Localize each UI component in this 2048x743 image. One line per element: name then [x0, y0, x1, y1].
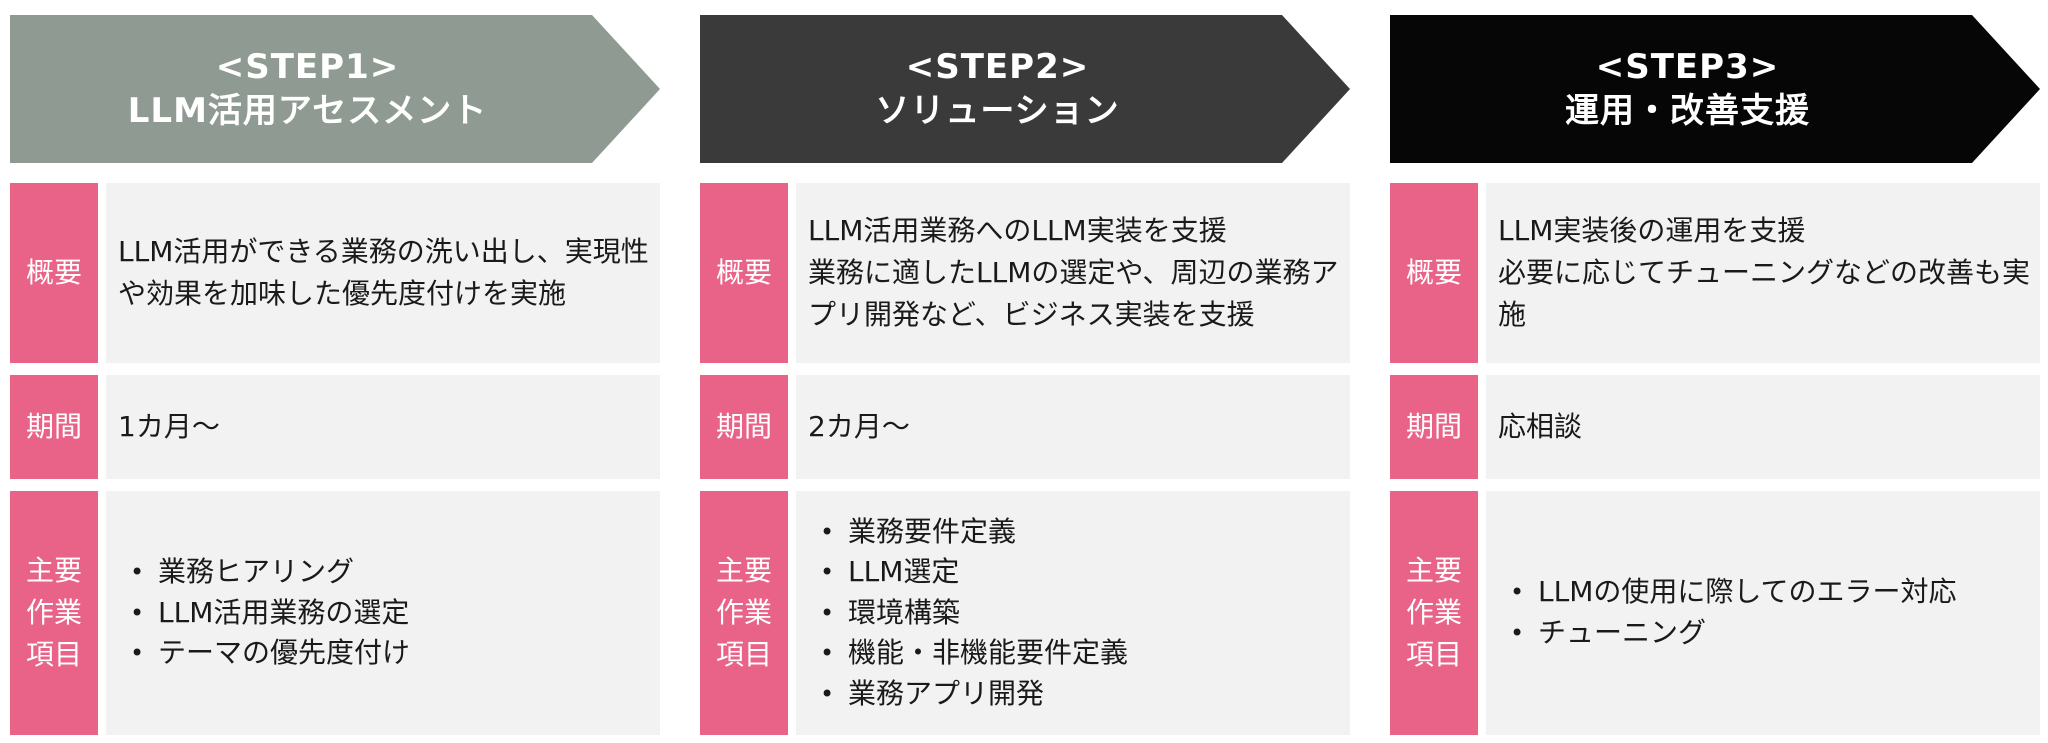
step1-period-row: 期間 1カ月〜 — [10, 375, 660, 479]
step2-overview-row: 概要 LLM活用業務へのLLM実装を支援 業務に適したLLMの選定や、周辺の業務… — [700, 183, 1350, 363]
step2-tasks-row: 主要 作業 項目 業務要件定義LLM選定環境構築機能・非機能要件定義業務アプリ開… — [700, 491, 1350, 735]
step2-task-list: 業務要件定義LLM選定環境構築機能・非機能要件定義業務アプリ開発 — [808, 512, 1343, 715]
step2-overview-text: LLM活用業務へのLLM実装を支援 — [808, 214, 1227, 247]
step3-tasks-label: 主要 作業 項目 — [1390, 491, 1478, 735]
step2-tasks-label: 主要 作業 項目 — [700, 491, 788, 735]
step1-header-tag: <STEP1> — [215, 47, 400, 87]
step3-overview-content: LLM実装後の運用を支援 必要に応じてチューニングなどの改善も実施 — [1486, 183, 2040, 363]
step3-header-tag: <STEP3> — [1595, 47, 1780, 87]
step3-period-value: 応相談 — [1498, 410, 1583, 443]
task-item: 業務要件定義 — [808, 512, 1343, 553]
step2-header-arrow: <STEP2> ソリューション — [700, 15, 1350, 163]
task-item: 機能・非機能要件定義 — [808, 633, 1343, 674]
task-item: チューニング — [1498, 613, 2033, 654]
task-item: LLM選定 — [808, 552, 1343, 593]
step3-header-title: 運用・改善支援 — [1565, 91, 1810, 131]
step2-period-value: 2カ月〜 — [808, 410, 910, 443]
step2-header-tag: <STEP2> — [905, 47, 1090, 87]
step1-tasks-row: 主要 作業 項目 業務ヒアリングLLM活用業務の選定テーマの優先度付け — [10, 491, 660, 735]
task-item: LLMの使用に際してのエラー対応 — [1498, 572, 2033, 613]
step1-overview-row: 概要 LLM活用ができる業務の洗い出し、実現性や効果を加味した優先度付けを実施 — [10, 183, 660, 363]
step3-task-list: LLMの使用に際してのエラー対応チューニング — [1498, 572, 2033, 653]
step1-tasks-label: 主要 作業 項目 — [10, 491, 98, 735]
step1-period-value: 1カ月〜 — [118, 410, 220, 443]
task-item: 環境構築 — [808, 593, 1343, 634]
step1-column: <STEP1> LLM活用アセスメント 概要 LLM活用ができる業務の洗い出し、… — [10, 15, 660, 743]
step1-period-content: 1カ月〜 — [106, 375, 660, 479]
step2-period-label: 期間 — [700, 375, 788, 479]
step2-period-content: 2カ月〜 — [796, 375, 1350, 479]
step2-header-title: ソリューション — [875, 91, 1120, 131]
task-item: テーマの優先度付け — [118, 633, 653, 674]
step3-column: <STEP3> 運用・改善支援 概要 LLM実装後の運用を支援 必要に応じてチュ… — [1390, 15, 2040, 743]
step3-header-arrow: <STEP3> 運用・改善支援 — [1390, 15, 2040, 163]
step1-period-label: 期間 — [10, 375, 98, 479]
step1-task-list: 業務ヒアリングLLM活用業務の選定テーマの優先度付け — [118, 552, 653, 674]
step3-overview-text-2: 必要に応じてチューニングなどの改善も実施 — [1498, 256, 2031, 331]
step2-overview-text-2: 業務に適したLLMの選定や、周辺の業務アプリ開発など、ビジネス実装を支援 — [808, 256, 1339, 331]
task-item: 業務ヒアリング — [118, 552, 653, 593]
step3-overview-row: 概要 LLM実装後の運用を支援 必要に応じてチューニングなどの改善も実施 — [1390, 183, 2040, 363]
step3-tasks-content: LLMの使用に際してのエラー対応チューニング — [1486, 491, 2040, 735]
step3-tasks-row: 主要 作業 項目 LLMの使用に際してのエラー対応チューニング — [1390, 491, 2040, 735]
task-item: LLM活用業務の選定 — [118, 593, 653, 634]
step3-overview-label: 概要 — [1390, 183, 1478, 363]
step1-header-title: LLM活用アセスメント — [127, 91, 488, 131]
step1-overview-content: LLM活用ができる業務の洗い出し、実現性や効果を加味した優先度付けを実施 — [106, 183, 660, 363]
step3-period-content: 応相談 — [1486, 375, 2040, 479]
step3-period-row: 期間 応相談 — [1390, 375, 2040, 479]
step1-header-arrow: <STEP1> LLM活用アセスメント — [10, 15, 660, 163]
step1-overview-text: LLM活用ができる業務の洗い出し、実現性や効果を加味した優先度付けを実施 — [118, 235, 649, 310]
step2-period-row: 期間 2カ月〜 — [700, 375, 1350, 479]
task-item: 業務アプリ開発 — [808, 674, 1343, 715]
step1-overview-label: 概要 — [10, 183, 98, 363]
step2-overview-label: 概要 — [700, 183, 788, 363]
step1-tasks-content: 業務ヒアリングLLM活用業務の選定テーマの優先度付け — [106, 491, 660, 735]
step3-period-label: 期間 — [1390, 375, 1478, 479]
step2-overview-content: LLM活用業務へのLLM実装を支援 業務に適したLLMの選定や、周辺の業務アプリ… — [796, 183, 1350, 363]
step2-column: <STEP2> ソリューション 概要 LLM活用業務へのLLM実装を支援 業務に… — [700, 15, 1350, 743]
step3-overview-text: LLM実装後の運用を支援 — [1498, 214, 1806, 247]
step2-tasks-content: 業務要件定義LLM選定環境構築機能・非機能要件定義業務アプリ開発 — [796, 491, 1350, 735]
